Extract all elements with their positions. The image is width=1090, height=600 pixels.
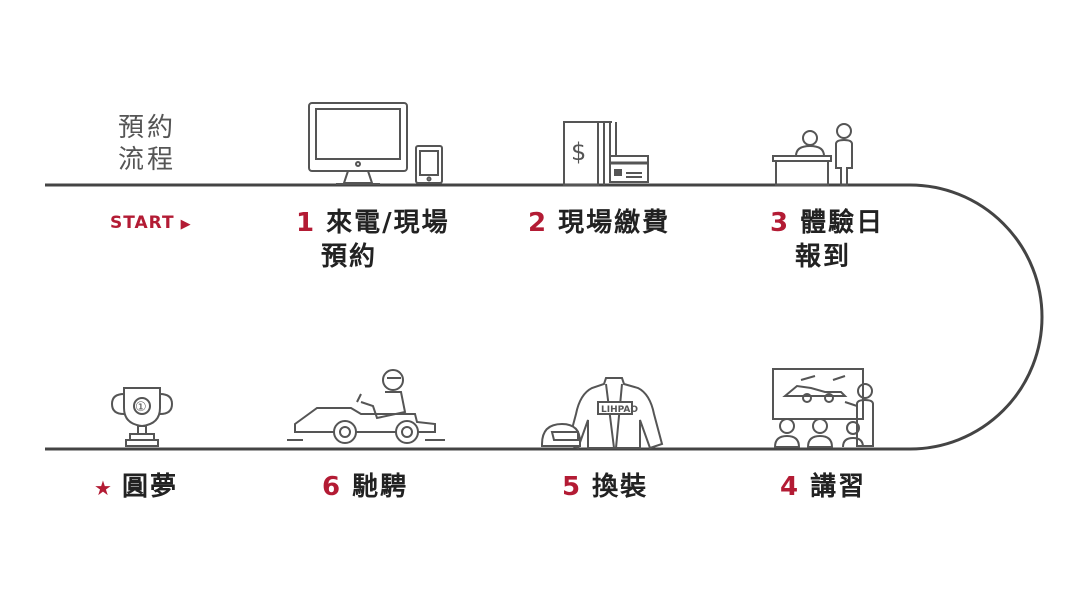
step-5-number: 5 <box>562 472 583 502</box>
step-5-label: 換裝 <box>592 472 649 502</box>
computer-tablet-icon <box>308 102 443 185</box>
start-label: START ▶ <box>110 213 192 233</box>
step-3-label: 體驗日 <box>800 208 885 238</box>
helmet-suit-icon: LIHPAO <box>541 377 664 450</box>
trophy-icon: ① <box>110 387 174 447</box>
flow-track-path <box>45 183 1044 451</box>
step-1-label: 來電/現場 <box>326 208 450 238</box>
dollar-sign-icon: $ <box>571 138 586 166</box>
classroom-icon <box>772 368 874 448</box>
step-4-label: 講習 <box>810 472 867 502</box>
step-1: 1 來電/現場 預約 <box>296 206 450 274</box>
step-3: 3 體驗日 報到 <box>770 206 884 274</box>
start-arrow-icon: ▶ <box>180 217 192 232</box>
payment-docs-icon: $ <box>563 121 649 186</box>
step-2-label: 現場繳費 <box>558 208 671 238</box>
step-3-number: 3 <box>770 208 791 238</box>
reception-desk-icon <box>772 123 853 186</box>
step-6-label: 馳騁 <box>352 472 409 502</box>
flow-title-line2: 流程 <box>118 145 177 175</box>
finish-step: ★ 圓夢 <box>94 470 178 505</box>
trophy-badge-icon: ① <box>135 400 147 415</box>
step-4-number: 4 <box>780 472 801 502</box>
flow-title-line1: 預約 <box>118 113 177 143</box>
step-3-label-line2: 報到 <box>795 242 852 272</box>
flow-title: 預約 流程 <box>118 112 176 176</box>
step-6-number: 6 <box>322 472 343 502</box>
start-text: START <box>110 213 175 233</box>
step-1-number: 1 <box>296 208 317 238</box>
step-4: 4 講習 <box>780 470 866 504</box>
step-1-label-line2: 預約 <box>321 242 378 272</box>
step-2: 2 現場繳費 <box>528 206 670 240</box>
step-2-number: 2 <box>528 208 549 238</box>
go-kart-icon <box>287 369 445 444</box>
step-5: 5 換裝 <box>562 470 648 504</box>
star-icon: ★ <box>94 476 114 500</box>
finish-label: 圓夢 <box>121 472 178 502</box>
suit-brand-text: LIHPAO <box>601 405 638 415</box>
step-6: 6 馳騁 <box>322 470 408 504</box>
